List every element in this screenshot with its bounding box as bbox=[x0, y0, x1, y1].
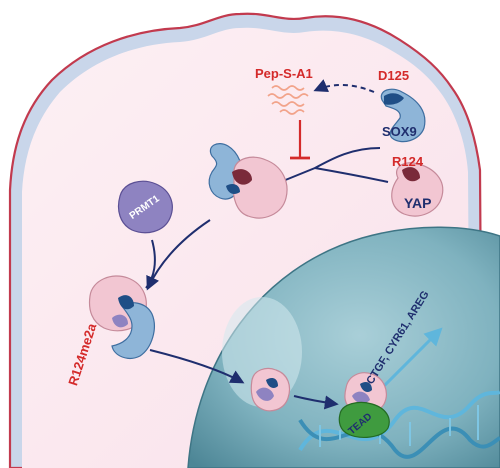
complex-to-methylated-arrow bbox=[146, 219, 211, 291]
sox9-yap-complex-cytoplasm bbox=[208, 143, 288, 219]
d125-label: D125 bbox=[378, 68, 409, 83]
nuclear-import-arrow bbox=[149, 349, 245, 384]
sox9-label: SOX9 bbox=[382, 124, 417, 139]
sox9-protein bbox=[380, 88, 426, 143]
tead-protein bbox=[338, 401, 390, 438]
binding-line-yap bbox=[277, 166, 389, 184]
complex-nucleus bbox=[250, 367, 291, 412]
methylated-complex bbox=[88, 275, 155, 359]
yap-protein bbox=[391, 162, 444, 217]
peptide-wave-icon bbox=[267, 85, 309, 115]
tead-binding-arrow bbox=[293, 395, 339, 410]
yap-label: YAP bbox=[404, 195, 432, 211]
r124-label: R124 bbox=[392, 154, 424, 169]
pep-s-a1-label: Pep-S-A1 bbox=[255, 66, 313, 81]
dashed-arrow-icon bbox=[313, 79, 375, 93]
prmt1-protein bbox=[117, 180, 173, 234]
complex-on-tead bbox=[338, 372, 390, 438]
binding-line-sox9 bbox=[314, 147, 381, 169]
inhibition-bar-icon bbox=[290, 120, 310, 160]
